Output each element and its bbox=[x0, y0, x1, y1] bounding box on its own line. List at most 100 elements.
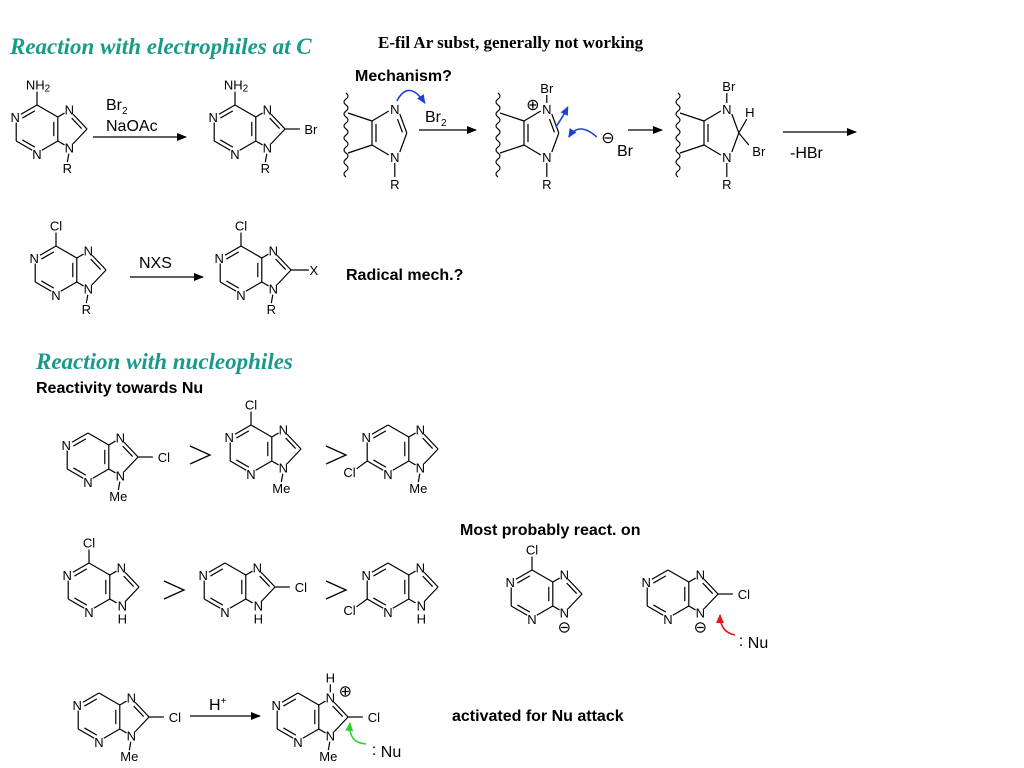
chloro-c6: Cl bbox=[50, 218, 62, 233]
nu-lone-pair: : bbox=[372, 742, 376, 759]
atom-n3: N bbox=[51, 288, 60, 303]
r-group: R bbox=[722, 177, 731, 192]
atom-n7: N bbox=[84, 243, 93, 258]
greater-than-4 bbox=[325, 580, 348, 600]
halogen-c8: X bbox=[310, 263, 319, 278]
atom-n1: N bbox=[62, 438, 71, 453]
cation-charge: ⊕ bbox=[526, 97, 539, 114]
atom-n9: N bbox=[65, 140, 74, 155]
bromo-n7: Br bbox=[540, 81, 554, 96]
atom-n9: N bbox=[254, 598, 263, 613]
methyl-group: Me bbox=[319, 749, 337, 764]
chloro-c2: Cl bbox=[343, 464, 355, 479]
note-mechanism: Mechanism? bbox=[355, 68, 452, 85]
atom-n3: N bbox=[220, 605, 229, 620]
r-group: R bbox=[63, 161, 72, 176]
atom-n9: N bbox=[560, 605, 569, 620]
heading-electrophiles: Reaction with electrophiles at C bbox=[10, 34, 312, 59]
atom-n9: N bbox=[696, 605, 705, 620]
atom-n7: N bbox=[416, 560, 425, 575]
atom-n3: N bbox=[293, 735, 302, 750]
chloro-c6: Cl bbox=[83, 535, 95, 550]
atom-h8: H bbox=[745, 105, 754, 120]
atom-n7: N bbox=[390, 102, 399, 117]
atom-n9: N bbox=[118, 598, 127, 613]
atom-n1: N bbox=[11, 110, 20, 125]
nucleophile-attack-green: : Nu bbox=[345, 722, 401, 761]
atom-n9: N bbox=[269, 281, 278, 296]
atom-n9: N bbox=[417, 598, 426, 613]
mechanism-imidazole: NNR bbox=[343, 92, 408, 192]
r-group: R bbox=[261, 161, 270, 176]
r-group: R bbox=[82, 302, 91, 317]
atom-n1: N bbox=[73, 698, 82, 713]
chloro-c6: Cl bbox=[245, 397, 257, 412]
atom-n1: N bbox=[215, 251, 224, 266]
atom-n7: N bbox=[116, 430, 125, 445]
atom-n1: N bbox=[30, 251, 39, 266]
atom-n7: N bbox=[722, 102, 731, 117]
chloro-c6: Cl bbox=[526, 542, 538, 557]
atom-n3: N bbox=[383, 605, 392, 620]
methyl-group: Me bbox=[409, 481, 427, 496]
amino-group: NH2 bbox=[224, 77, 249, 94]
chloro-c8: Cl bbox=[169, 710, 181, 725]
greater-than-1 bbox=[189, 445, 212, 465]
chloro-c8: Cl bbox=[738, 587, 750, 602]
r-group: R bbox=[267, 302, 276, 317]
bromo-c8: Br bbox=[752, 144, 766, 159]
atom-n1: N bbox=[225, 430, 234, 445]
methyl-group: Me bbox=[272, 481, 290, 496]
greater-than-3 bbox=[163, 580, 186, 600]
atom-n3: N bbox=[230, 147, 239, 162]
atom-n9: N bbox=[722, 150, 731, 165]
atom-n7: N bbox=[65, 102, 74, 117]
bromo-n7: Br bbox=[722, 79, 736, 94]
atom-n1: N bbox=[199, 568, 208, 583]
nucleophile-label: Nu bbox=[381, 744, 401, 761]
heading-nucleophiles: Reaction with nucleophiles bbox=[36, 349, 293, 374]
atom-n1: N bbox=[642, 575, 651, 590]
atom-n7: N bbox=[263, 102, 272, 117]
atom-n1: N bbox=[63, 568, 72, 583]
atom-n9: N bbox=[263, 140, 272, 155]
atom-n7: N bbox=[560, 567, 569, 582]
atom-h9: H bbox=[254, 611, 263, 626]
atom-n7: N bbox=[253, 560, 262, 575]
atom-n3: N bbox=[32, 147, 41, 162]
atom-n7: N bbox=[127, 690, 136, 705]
reagent-h-plus: H+ bbox=[209, 696, 227, 714]
chloro-c8: Cl bbox=[295, 580, 307, 595]
greater-than-2 bbox=[325, 445, 348, 465]
atom-h9: H bbox=[118, 611, 127, 626]
atom-n7: N bbox=[696, 567, 705, 582]
chloro-c6: Cl bbox=[235, 218, 247, 233]
molecule-structures: NNNNRNH2NNNNRNH2BrNNNNRClNNNNRClXNNNNMeC… bbox=[11, 77, 769, 764]
methyl-group: Me bbox=[109, 489, 127, 504]
atom-n9: N bbox=[127, 728, 136, 743]
nucleophile-label: Nu bbox=[748, 635, 768, 652]
note-radical: Radical mech.? bbox=[346, 267, 464, 284]
methyl-group: Me bbox=[120, 749, 138, 764]
atom-n7: N bbox=[279, 422, 288, 437]
atom-n7: N bbox=[326, 690, 335, 705]
chloro-c2: Cl bbox=[343, 602, 355, 617]
bromide-charge: ⊖ bbox=[601, 130, 614, 147]
anion-charge: ⊖ bbox=[694, 619, 707, 636]
note-most-probably: Most probably react. on bbox=[460, 522, 641, 539]
bromide-ion: Br bbox=[617, 143, 634, 160]
atom-n3: N bbox=[246, 467, 255, 482]
